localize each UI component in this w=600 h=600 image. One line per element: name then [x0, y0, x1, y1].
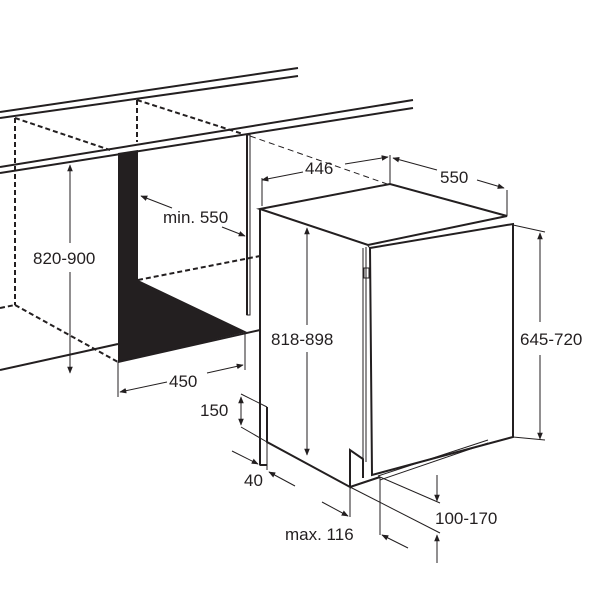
kitchen-cabinet — [0, 67, 414, 371]
dim-150-label: 150 — [200, 401, 228, 420]
dim-550-label: 550 — [440, 168, 468, 187]
dim-446-label: 446 — [305, 159, 333, 178]
dimension-lines — [67, 155, 546, 563]
dim-820-900-label: 820-900 — [33, 249, 95, 268]
dim-40-label: 40 — [244, 471, 263, 490]
niche-shadow — [118, 150, 247, 362]
dim-min-550-label: min. 550 — [163, 208, 228, 227]
dim-818-898-label: 818-898 — [271, 330, 333, 349]
dim-450-label: 450 — [169, 372, 197, 391]
dim-100-170-label: 100-170 — [435, 509, 497, 528]
dim-max-116-label: max. 116 — [285, 525, 354, 544]
dim-645-720-label: 645-720 — [520, 330, 582, 349]
